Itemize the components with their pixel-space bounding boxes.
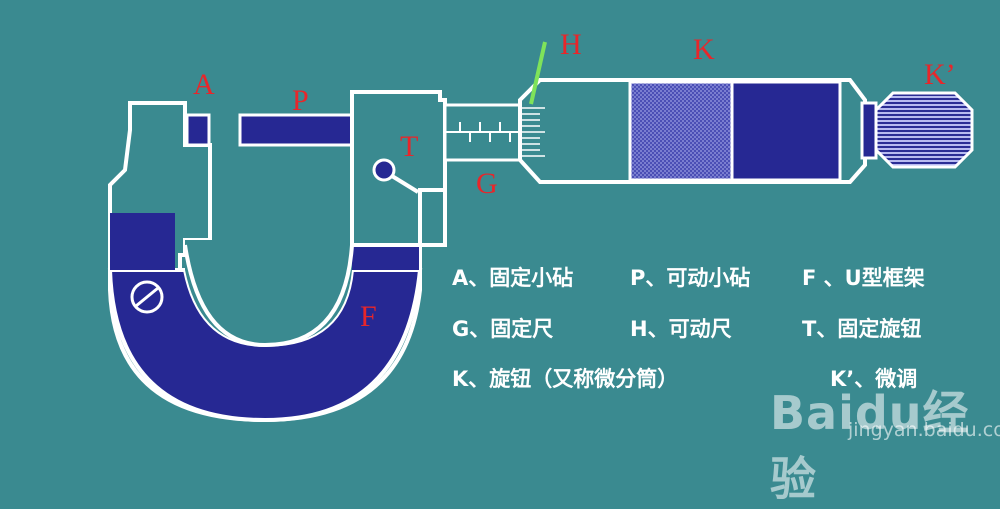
thimble-scale-h	[522, 107, 545, 157]
legend-item: K’、微调	[830, 367, 918, 391]
sleeve-scale-g	[443, 103, 527, 162]
legend-item: F 、U型框架	[802, 266, 925, 290]
micrometer-diagram	[107, 41, 974, 423]
watermark-url: jingyan.baidu.com	[848, 419, 1000, 441]
legend-item: P、可动小砧	[630, 266, 751, 290]
thimble-k	[518, 78, 867, 184]
label-t: T	[400, 130, 419, 163]
fixed-anvil-a	[185, 113, 211, 147]
label-a: A	[193, 68, 215, 101]
legend-item: A、固定小砧	[452, 266, 574, 290]
ratchet-neck	[860, 101, 878, 160]
label-f: F	[360, 300, 377, 333]
label-k-prime: K’	[924, 58, 956, 91]
ratchet-k-prime	[874, 91, 974, 169]
baidu-watermark: Baidu经验 jingyan.baidu.com	[770, 355, 1000, 506]
spindle-p	[238, 113, 354, 147]
label-h: H	[560, 28, 582, 61]
legend-item: T、固定旋钮	[802, 317, 922, 341]
legend-item: G、固定尺	[452, 317, 554, 341]
label-k: K	[693, 33, 715, 66]
label-p: P	[292, 84, 309, 117]
reading-indicator	[529, 41, 547, 105]
watermark-brand: Baidu经验	[770, 386, 970, 506]
lock-knob-t	[372, 158, 420, 194]
legend-item: K、旋钮（又称微分筒）	[452, 367, 679, 391]
label-g: G	[476, 167, 498, 200]
legend-item: H、可动尺	[630, 317, 732, 341]
